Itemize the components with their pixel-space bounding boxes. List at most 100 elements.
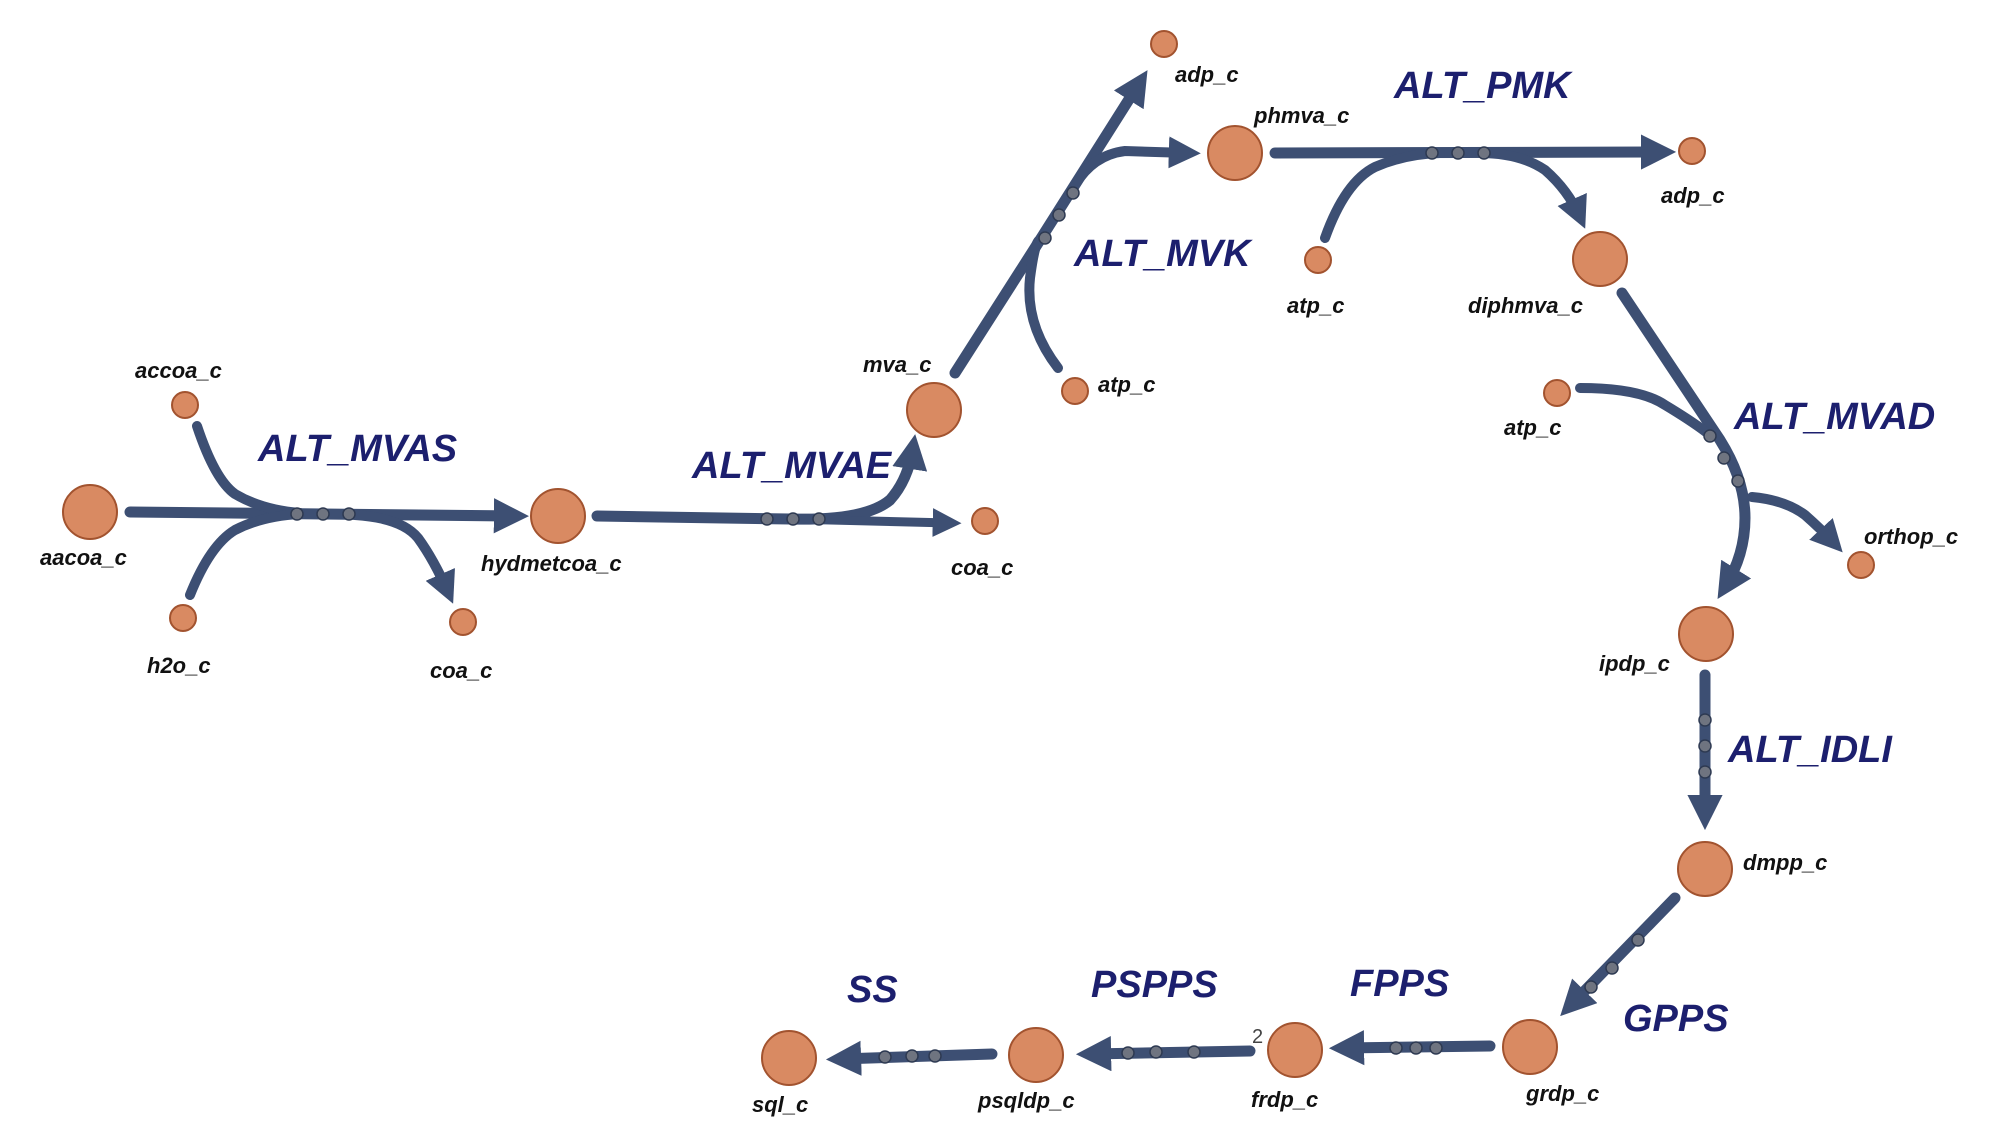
label-coa-1: coa_c bbox=[430, 658, 492, 683]
dot-mvk-3 bbox=[1066, 186, 1080, 200]
stoichiometry-label-frdp: 2 bbox=[1252, 1026, 1263, 1048]
dot-mvae-1 bbox=[760, 512, 774, 526]
node-adp-1[interactable] bbox=[1150, 30, 1178, 58]
dot-idli-2 bbox=[1698, 739, 1712, 753]
edge-mvk-atp bbox=[1024, 235, 1063, 373]
reaction-label-alt-mvad[interactable]: ALT_MVAD bbox=[1733, 396, 1935, 438]
node-h2o[interactable] bbox=[169, 604, 197, 632]
edge-mvad-orthop bbox=[1747, 492, 1843, 553]
edge-mvk-phmva bbox=[1070, 136, 1201, 190]
dot-mvae-2 bbox=[786, 512, 800, 526]
dot-idli-1 bbox=[1698, 713, 1712, 727]
label-ipdp: ipdp_c bbox=[1599, 651, 1670, 676]
metabolite-nodes bbox=[62, 30, 1875, 1086]
dot-pspps-3 bbox=[1187, 1045, 1201, 1059]
node-adp-2[interactable] bbox=[1678, 137, 1706, 165]
dot-idli-3 bbox=[1698, 765, 1712, 779]
edge-mvas-h2o bbox=[185, 509, 305, 600]
label-atp-3: atp_c bbox=[1504, 415, 1561, 440]
node-coa-2[interactable] bbox=[971, 507, 999, 535]
dot-mvas-1 bbox=[290, 507, 304, 521]
node-frdp[interactable] bbox=[1267, 1022, 1323, 1078]
label-dmpp: dmpp_c bbox=[1743, 850, 1827, 875]
label-sql: sql_c bbox=[752, 1092, 808, 1117]
dot-ss-3 bbox=[928, 1049, 942, 1063]
label-h2o: h2o_c bbox=[147, 653, 211, 678]
label-aacoa: aacoa_c bbox=[40, 545, 127, 570]
label-atp-1: atp_c bbox=[1098, 372, 1155, 397]
dot-fpps-3 bbox=[1429, 1041, 1443, 1055]
node-ipdp[interactable] bbox=[1678, 606, 1734, 662]
label-accoa: accoa_c bbox=[135, 358, 222, 383]
edge-mvas-accoa bbox=[192, 421, 305, 518]
dot-ss-2 bbox=[905, 1049, 919, 1063]
node-psqldp[interactable] bbox=[1008, 1027, 1064, 1083]
dot-fpps-2 bbox=[1409, 1041, 1423, 1055]
node-phmva[interactable] bbox=[1207, 125, 1263, 181]
dot-pmk-3 bbox=[1477, 146, 1491, 160]
dot-fpps-1 bbox=[1389, 1041, 1403, 1055]
dot-mvk-2 bbox=[1052, 208, 1066, 222]
reaction-label-alt-idli[interactable]: ALT_IDLI bbox=[1727, 729, 1893, 771]
dot-gpps-2 bbox=[1605, 961, 1619, 975]
edge-pmk-atp bbox=[1320, 148, 1445, 243]
node-grdp[interactable] bbox=[1502, 1019, 1558, 1075]
edge-pmk-diphmva bbox=[1475, 148, 1587, 229]
reaction-label-pspps[interactable]: PSPPS bbox=[1091, 964, 1218, 1006]
node-hydmetcoa[interactable] bbox=[530, 488, 586, 544]
label-diphmva: diphmva_c bbox=[1468, 293, 1583, 318]
dot-ss-1 bbox=[878, 1050, 892, 1064]
dot-mvad-2 bbox=[1717, 451, 1731, 465]
dot-pspps-1 bbox=[1121, 1046, 1135, 1060]
dot-gpps-3 bbox=[1584, 980, 1598, 994]
dot-pspps-2 bbox=[1149, 1045, 1163, 1059]
edge-pmk-main bbox=[1269, 134, 1677, 170]
node-aacoa[interactable] bbox=[62, 484, 118, 540]
dot-mvad-3 bbox=[1731, 474, 1745, 488]
reaction-label-alt-mvae[interactable]: ALT_MVAE bbox=[691, 445, 893, 487]
reaction-label-ss[interactable]: SS bbox=[847, 969, 898, 1011]
node-diphmva[interactable] bbox=[1572, 231, 1628, 287]
reaction-label-fpps[interactable]: FPPS bbox=[1350, 963, 1449, 1005]
node-atp-1[interactable] bbox=[1061, 377, 1089, 405]
edge-mvas-coa bbox=[350, 510, 455, 604]
dot-mvas-2 bbox=[316, 507, 330, 521]
label-phmva: phmva_c bbox=[1253, 103, 1349, 128]
reaction-label-gpps[interactable]: GPPS bbox=[1623, 998, 1729, 1040]
edge-mvad-main bbox=[1616, 287, 1752, 599]
edge-pspps bbox=[1075, 1036, 1256, 1072]
node-accoa[interactable] bbox=[171, 391, 199, 419]
reaction-dots bbox=[290, 146, 1745, 1064]
dot-mvas-3 bbox=[342, 507, 356, 521]
reaction-label-alt-mvas[interactable]: ALT_MVAS bbox=[257, 428, 457, 470]
label-hydmetcoa: hydmetcoa_c bbox=[481, 551, 622, 576]
dot-gpps-1 bbox=[1631, 933, 1645, 947]
metabolite-labels: aacoa_c accoa_c h2o_c coa_c hydmetcoa_c … bbox=[40, 62, 1958, 1117]
node-sql[interactable] bbox=[761, 1030, 817, 1086]
label-coa-2: coa_c bbox=[951, 555, 1013, 580]
reaction-label-alt-mvk[interactable]: ALT_MVK bbox=[1073, 233, 1253, 275]
node-mva[interactable] bbox=[906, 382, 962, 438]
label-grdp: grdp_c bbox=[1525, 1081, 1599, 1106]
label-psqldp: psqldp_c bbox=[977, 1088, 1075, 1113]
node-atp-3[interactable] bbox=[1543, 379, 1571, 407]
node-atp-2[interactable] bbox=[1304, 246, 1332, 274]
label-atp-2: atp_c bbox=[1287, 293, 1344, 318]
label-adp-2: adp_c bbox=[1661, 183, 1725, 208]
node-coa-1[interactable] bbox=[449, 608, 477, 636]
edge-mvad-atp bbox=[1575, 383, 1711, 437]
dot-pmk-2 bbox=[1451, 146, 1465, 160]
dot-mvae-3 bbox=[812, 512, 826, 526]
label-orthop: orthop_c bbox=[1864, 524, 1958, 549]
reaction-label-alt-pmk[interactable]: ALT_PMK bbox=[1393, 65, 1573, 107]
dot-mvad-1 bbox=[1703, 429, 1717, 443]
dot-mvk-1 bbox=[1038, 231, 1052, 245]
label-adp-1: adp_c bbox=[1175, 62, 1239, 87]
label-frdp: frdp_c bbox=[1251, 1087, 1318, 1112]
label-mva: mva_c bbox=[863, 352, 932, 377]
edge-mvk-main bbox=[949, 70, 1148, 379]
reaction-labels: ALT_MVAS ALT_MVAE ALT_MVK ALT_PMK ALT_MV… bbox=[257, 65, 1935, 1048]
node-dmpp[interactable] bbox=[1677, 841, 1733, 897]
node-orthop[interactable] bbox=[1847, 551, 1875, 579]
